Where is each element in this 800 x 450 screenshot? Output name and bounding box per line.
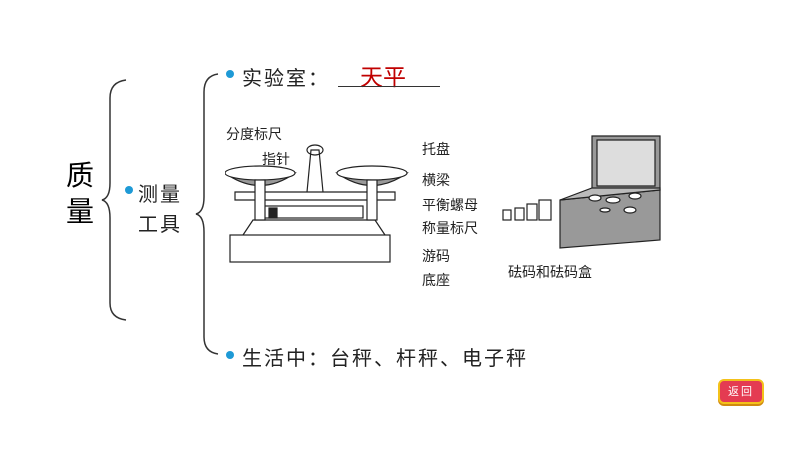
brace-large (101, 79, 127, 321)
label-beam: 横梁 (422, 173, 450, 189)
subtopic-line2: 工具 (138, 212, 182, 236)
answer-underline (338, 86, 440, 87)
back-button[interactable]: 返回 (718, 379, 764, 404)
weights-caption: 砝码和砝码盒 (508, 265, 592, 281)
lab-label: 实验室： (242, 66, 330, 90)
label-nut: 平衡螺母 (422, 198, 478, 214)
weights-box-illustration (502, 135, 661, 249)
label-pointer: 指针 (262, 152, 290, 168)
life-label: 生活中：台秤、杆秤、电子秤 (242, 346, 528, 370)
topic-title: 质量 (66, 159, 95, 228)
bullet-icon (226, 70, 234, 78)
label-scale: 分度标尺 (226, 127, 282, 143)
brace-small (195, 73, 219, 355)
bullet-icon (125, 186, 133, 194)
subtopic-line1: 测量 (138, 182, 182, 206)
bullet-icon (226, 351, 234, 359)
label-pan: 托盘 (422, 142, 450, 158)
label-base: 底座 (422, 273, 450, 289)
label-rider: 游码 (422, 249, 450, 265)
label-ruler: 称量标尺 (422, 221, 478, 237)
balance-illustration (225, 144, 409, 263)
